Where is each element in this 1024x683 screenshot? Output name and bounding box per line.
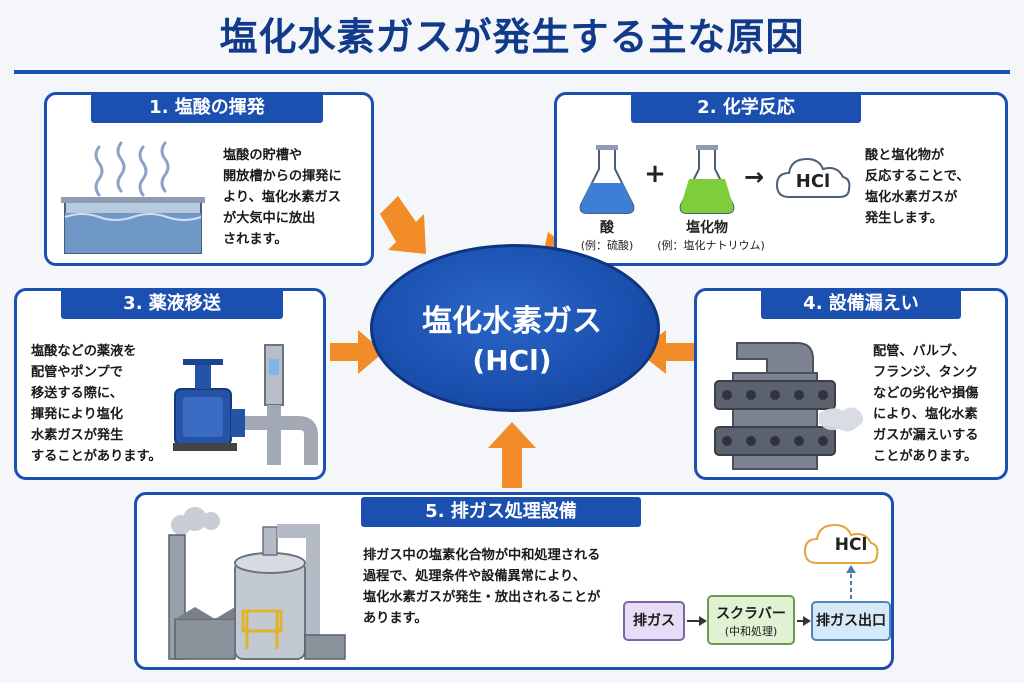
card-2-description: 酸と塩化物が 反応することで、 塩化水素ガスが 発生します。 — [865, 148, 970, 226]
card-4-description: 配管、バルブ、 フランジ、タンク などの劣化や損傷 により、塩化水素 ガスが漏え… — [873, 344, 979, 464]
card-3-heading: 3. 薬液移送 — [61, 289, 283, 319]
acid-example: (例：硫酸) — [580, 239, 634, 252]
smoke-icon — [171, 507, 220, 535]
flow-box-exhaust-outlet: 排ガス出口 — [811, 601, 891, 641]
flow-box-scrubber-sub: (中和処理) — [724, 625, 778, 638]
hcl-output-cloud-icon — [803, 523, 879, 564]
acid-label: 酸 — [600, 220, 614, 236]
pump-and-piping-illustration — [173, 344, 318, 465]
center-label-line1: 塩化水素ガス — [422, 304, 602, 339]
factory-scrubber-illustration — [168, 507, 346, 660]
reaction-arrow: → — [743, 163, 765, 191]
card-4-heading: 4. 設備漏えい — [761, 289, 961, 319]
card-chemical-transfer: 3. 薬液移送 塩酸などの薬液を 配管やポンプで 移送する際に、 揮発により塩化… — [14, 288, 326, 480]
plus-sign: + — [644, 159, 666, 189]
card-1-heading: 1. 塩酸の揮発 — [91, 93, 323, 123]
flow-arrows — [687, 523, 879, 626]
flow-box-scrubber-label: スクラバー — [716, 606, 786, 622]
flow-hcl-output-label: HCl — [834, 535, 868, 555]
open-tank-illustration — [61, 141, 205, 254]
acid-flask-icon — [579, 145, 635, 214]
title-underline — [14, 70, 1010, 74]
flow-box-scrubber: スクラバー (中和処理) — [707, 595, 795, 645]
card-5-description: 排ガス中の塩素化合物が中和処理される 過程で、処理条件や設備異常により、 塩化水… — [363, 548, 601, 626]
card-3-description: 塩酸などの薬液を 配管やポンプで 移送する際に、 揮発により塩化 水素ガスが発生… — [31, 344, 162, 464]
page-title: 塩化水素ガスが発生する主な原因 — [219, 15, 805, 59]
card-chemical-reaction: 2. 化学反応 + → HCl 酸 (例：硫酸) 塩化物 (例：塩化ナトリウム)… — [554, 92, 1008, 266]
card-exhaust-gas-treatment: 5. 排ガス処理設備 排ガス中の塩素化合物が中和処理される 過程で、処理条件や設… — [134, 492, 894, 670]
arrow-from-card-5 — [488, 422, 536, 488]
chloride-flask-icon — [679, 145, 735, 214]
card-2-heading: 2. 化学反応 — [631, 93, 861, 123]
hcl-product-label: HCl — [795, 171, 831, 192]
vapor-icon — [94, 141, 170, 197]
card-5-heading: 5. 排ガス処理設備 — [361, 497, 641, 527]
card-hydrochloric-acid-volatilization: 1. 塩酸の揮発 塩酸の貯槽や 開放槽からの揮発に より、塩化水素ガス が大気中… — [44, 92, 374, 266]
card-1-description: 塩酸の貯槽や 開放槽からの揮発に より、塩化水素ガス が大気中に放出 されます。 — [223, 148, 342, 247]
chloride-label: 塩化物 — [686, 220, 728, 236]
arrow-from-card-1 — [380, 196, 426, 254]
card-equipment-leakage: 4. 設備漏えい 配管、バルブ、 フランジ、タンク などの劣化や損傷 により、塩… — [694, 288, 1008, 480]
hcl-cloud-icon — [775, 157, 851, 198]
center-label-line2: (HCl) — [472, 344, 552, 377]
flow-box-exhaust-gas: 排ガス — [623, 601, 685, 641]
flange-leak-illustration — [714, 342, 864, 470]
chloride-example: (例：塩化ナトリウム) — [657, 239, 765, 252]
arrow-from-card-3 — [330, 330, 384, 374]
center-hcl-gas-node — [370, 244, 660, 412]
